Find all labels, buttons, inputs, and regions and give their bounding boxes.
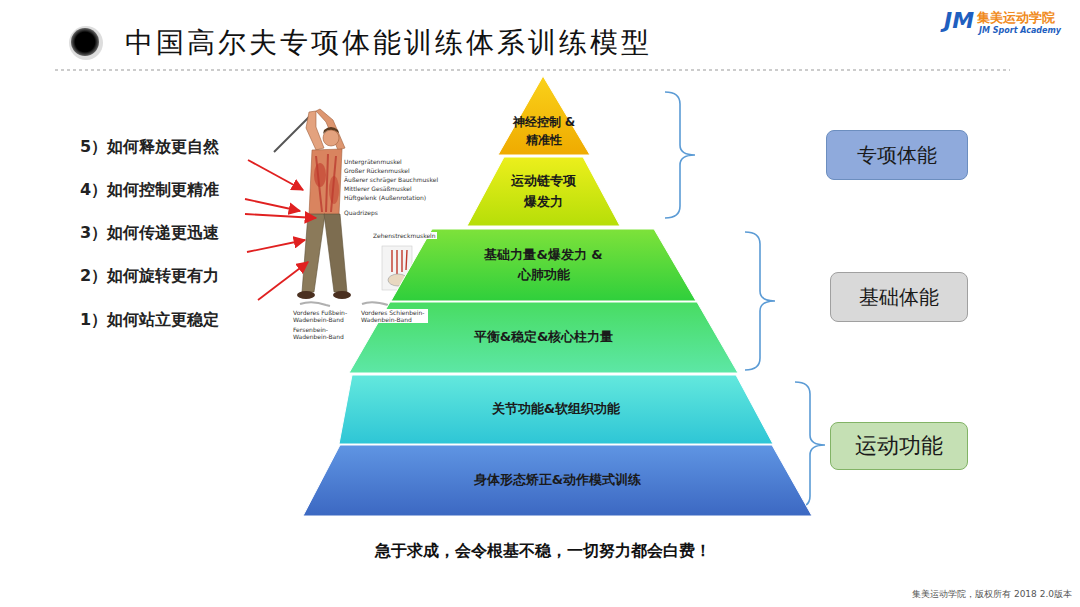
question-item: 2）如何旋转更有力 [80,266,219,285]
pointer-arrow [247,240,305,252]
category-box: 基础体能 [830,272,968,322]
golfer-illustration [302,214,325,292]
ligament-label: Vorderes Fußbein-Wadenbein-Band [292,309,358,323]
group-bracket [665,92,695,218]
tier-shape [466,157,621,226]
pyramid-tier: 关节功能&软组织功能 [338,375,774,444]
pyramid-tier: 运动链专项 爆发力 [466,157,621,226]
tier-shape [498,76,590,155]
category-label: 基础体能 [859,282,939,313]
golfer-illustration [323,130,339,146]
golfer-illustration [300,302,330,306]
tier-label: 平衡&稳定&核心柱力量 [394,327,694,347]
logo-text: 集美运动学院 [977,10,1055,26]
group-bracket [795,382,825,508]
pointer-arrow [258,262,308,300]
logo-mark: JM [944,8,974,34]
golfer-illustration [297,291,315,299]
muscle-label: Quadrizeps [343,209,379,216]
category-box: 运动功能 [830,422,968,470]
category-box: 专项体能 [826,130,968,180]
slide-caption: 急于求成，会令根基不稳，一切努力都会白费！ [243,541,843,562]
golfer-illustration [274,113,313,152]
category-label: 运动功能 [855,429,943,463]
golfer-illustration [333,291,351,299]
tier-label: 神经控制 &精准性 [509,113,579,150]
pointer-arrow [245,214,316,218]
tier-label: 运动链专项 爆发力 [504,171,584,211]
logo-subtext: JM Sport Academy [979,26,1061,36]
title-rule [55,70,1010,71]
tier-shape [339,375,773,444]
golfer-illustration [392,250,407,274]
title-bullet [69,26,103,60]
category-label: 专项体能 [857,140,937,171]
tier-shape [391,229,696,301]
tier-label: 身体形态矫正&动作模式训练 [398,470,718,490]
pyramid-tier: 身体形态矫正&动作模式训练 [302,445,813,516]
question-item: 4）如何控制更精准 [80,180,219,199]
tier-label: 关节功能&软组织功能 [406,399,706,419]
title-bullet [69,26,103,60]
golfer-illustration [329,176,339,204]
muscle-label: Äußerer schräger Bauchmuskel [343,176,439,183]
tier-label: 基础力量&爆发力 &心肺功能 [479,245,609,285]
tier-shape [349,302,738,373]
muscle-label: Großer Rückenmuskel [343,167,411,174]
golfer-illustration [309,149,342,215]
slide-title: 中国高尔夫专项体能训练体系训练模型 [125,24,652,62]
golfer-illustration [314,163,326,187]
golfer-illustration [324,214,347,292]
copyright-note: 集美运动学院，版权所有 2018 2.0版本 [912,589,1072,600]
pointer-arrow [245,199,300,211]
golfer-illustration [362,302,388,305]
golfer-illustration [316,109,345,150]
ligament-label: Vorderes Schienbein-Wadenbein-Band [360,309,428,323]
pointer-arrow [248,160,303,190]
question-item: 5）如何释放更自然 [80,137,219,156]
question-item: 3）如何传递更迅速 [80,223,219,242]
tier-shape [467,157,620,226]
muscle-label: Zehenstreckmuskeln [372,232,437,239]
ligament-label: Fersenbein-Wadenbein-Band [292,326,358,340]
muscle-label: Mittlerer Gesäßmuskel [343,185,413,192]
muscle-label: Hüftgelenk (Außenrotation) [343,194,427,201]
title-bullet [71,28,99,56]
tier-shape [390,229,697,301]
pyramid-tier: 基础力量&爆发力 &心肺功能 [390,229,697,301]
tier-shape [303,445,812,516]
question-item: 1）如何站立更稳定 [80,310,219,329]
golfer-illustration [323,127,339,134]
muscle-label: Untergrätenmuskel [343,158,403,165]
group-bracket [745,232,775,370]
pyramid-tier: 神经控制 &精准性 [498,76,590,155]
